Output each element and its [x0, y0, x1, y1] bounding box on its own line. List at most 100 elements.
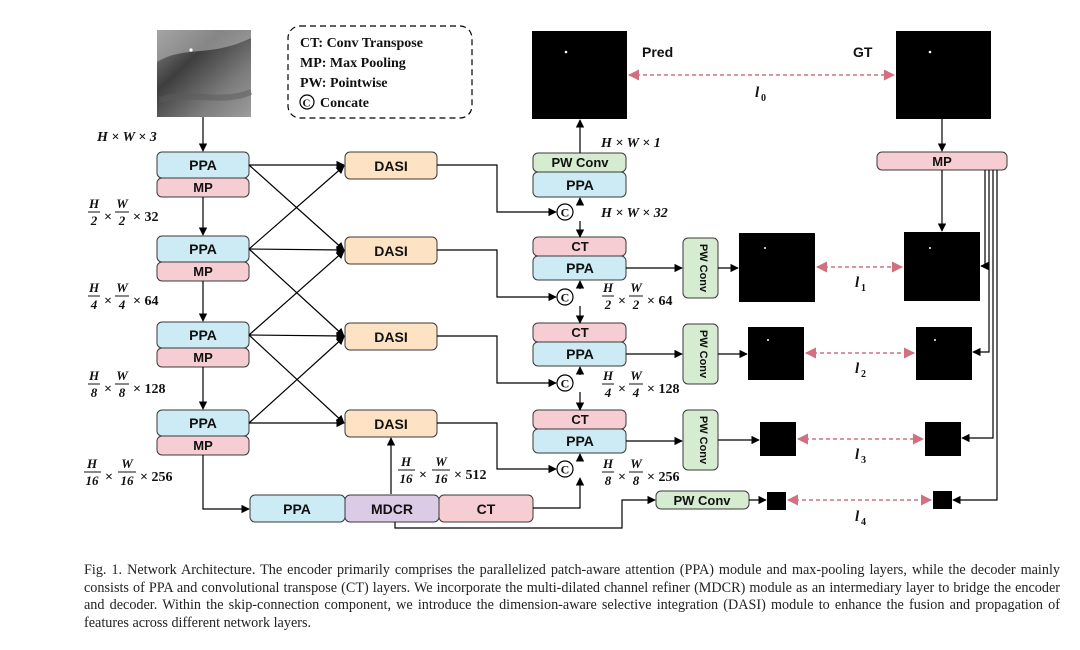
side-pw-conv-3: PW Conv: [682, 409, 719, 471]
encoder-mp-2: MP: [193, 264, 213, 279]
svg-text:W: W: [116, 196, 129, 211]
svg-text:W: W: [121, 456, 134, 471]
svg-text:H: H: [88, 196, 100, 211]
svg-text:PW Conv: PW Conv: [697, 416, 709, 465]
svg-text:× 512: × 512: [454, 468, 486, 483]
head-pw-conv: PW Conv: [551, 155, 609, 170]
gt-label: GT: [853, 44, 873, 60]
legend-mp: MP: Max Pooling: [300, 56, 406, 71]
svg-text:4: 4: [118, 297, 126, 312]
svg-text:×: ×: [419, 468, 427, 483]
svg-text:2: 2: [90, 213, 98, 228]
svg-text:2: 2: [604, 297, 612, 312]
encoder-ppa-2: PPA: [189, 241, 217, 257]
bottleneck-ppa: PPA: [283, 501, 311, 517]
svg-text:PW Conv: PW Conv: [673, 493, 731, 508]
bottleneck-ct: CT: [477, 501, 496, 517]
dim-mid: H 16 × W 16 × 512: [398, 454, 486, 486]
side-pw-conv-2: PW Conv: [682, 323, 719, 385]
svg-text:×: ×: [105, 470, 113, 485]
bottleneck: PPA MDCR CT: [249, 494, 534, 523]
side-pw-conv-1: PW Conv: [682, 237, 719, 299]
svg-text:H: H: [602, 368, 614, 383]
svg-text:DASI: DASI: [374, 243, 407, 259]
svg-text:8: 8: [119, 385, 126, 400]
concat-node-4: C: [556, 460, 574, 478]
decoder-ppa-1: PPA: [566, 260, 594, 276]
svg-text:l: l: [755, 85, 760, 101]
svg-text:C: C: [561, 291, 570, 305]
svg-text:W: W: [630, 280, 643, 295]
svg-text:× 64: × 64: [133, 294, 158, 309]
svg-text:16: 16: [435, 471, 449, 486]
network-architecture-diagram: CT: Conv Transpose MP: Max Pooling PW: P…: [84, 25, 1008, 529]
svg-text:DASI: DASI: [374, 416, 407, 432]
encoder-mp-1: MP: [193, 180, 213, 195]
decoder-stage-2: CT PPA: [532, 322, 627, 367]
dim-dec-1: H 2 × W 2 × 64: [602, 280, 673, 312]
svg-text:× 64: × 64: [647, 294, 672, 309]
concat-node-3: C: [556, 374, 574, 392]
loss-label-2: l 2: [855, 361, 866, 380]
encoder-ppa-4: PPA: [189, 415, 217, 431]
svg-text:l: l: [855, 447, 860, 463]
bottleneck-mdcr: MDCR: [371, 501, 413, 517]
decoder-ct-2: CT: [571, 325, 588, 340]
svg-text:2: 2: [632, 297, 640, 312]
svg-text:DASI: DASI: [374, 329, 407, 345]
svg-text:H: H: [400, 454, 412, 469]
svg-text:× 128: × 128: [133, 382, 165, 397]
decoder-ct-3: CT: [571, 412, 588, 427]
svg-text:l: l: [855, 275, 860, 291]
decoder-ppa-2: PPA: [566, 346, 594, 362]
dim-input: H × W × 3: [96, 130, 157, 145]
svg-text:3: 3: [861, 455, 866, 466]
svg-text:2: 2: [118, 213, 126, 228]
dim-enc-4: H 16 × W 16 × 256: [84, 456, 172, 488]
svg-text:8: 8: [633, 473, 640, 488]
dasi-block-1: DASI: [344, 151, 438, 180]
svg-text:PW Conv: PW Conv: [697, 330, 709, 379]
legend-ct: CT: Conv Transpose: [300, 36, 423, 51]
side-output-image-2: [748, 327, 804, 380]
decoder-ct-1: CT: [571, 239, 588, 254]
encoder-stage-1: PPA MP: [156, 151, 250, 198]
encoder-stage-4: PPA MP: [156, 409, 250, 456]
loss-label-1: l 1: [855, 275, 866, 294]
svg-text:×: ×: [618, 382, 626, 397]
svg-text:×: ×: [104, 294, 112, 309]
svg-text:4: 4: [90, 297, 98, 312]
svg-text:DASI: DASI: [374, 158, 407, 174]
svg-text:16: 16: [121, 473, 135, 488]
legend-concat: Concate: [320, 96, 369, 111]
loss-arrows: [627, 69, 933, 506]
dasi-block-3: DASI: [344, 322, 438, 351]
svg-text:2: 2: [861, 369, 866, 380]
side-output-arrows: [394, 263, 767, 529]
legend-concat-icon: [299, 94, 315, 110]
encoder-ppa-3: PPA: [189, 327, 217, 343]
svg-text:×: ×: [104, 382, 112, 397]
gt-maxpool: MP: [876, 151, 1008, 171]
svg-text:W: W: [630, 456, 643, 471]
svg-text:8: 8: [605, 473, 612, 488]
svg-text:l: l: [855, 361, 860, 377]
dasi-to-concat-arrows: [437, 164, 585, 509]
side-output-image-1: [739, 233, 815, 302]
dasi-block-4: DASI: [344, 409, 438, 438]
svg-text:H: H: [602, 280, 614, 295]
head-ppa: PPA: [566, 177, 594, 193]
svg-text:×: ×: [104, 210, 112, 225]
skip-connections: [248, 160, 396, 494]
pred-label: Pred: [642, 44, 673, 60]
encoder-ppa-1: PPA: [189, 157, 217, 173]
decoder-stage-3: CT PPA: [532, 409, 627, 454]
svg-text:W: W: [435, 454, 448, 469]
svg-text:×: ×: [618, 470, 626, 485]
gt-image: [896, 31, 991, 119]
loss-label-0: l 0: [755, 85, 766, 104]
svg-text:4: 4: [632, 385, 640, 400]
encoder-mp-4: MP: [193, 438, 213, 453]
pred-image: [532, 31, 627, 119]
gt-downsampled-image-2: [916, 327, 972, 380]
